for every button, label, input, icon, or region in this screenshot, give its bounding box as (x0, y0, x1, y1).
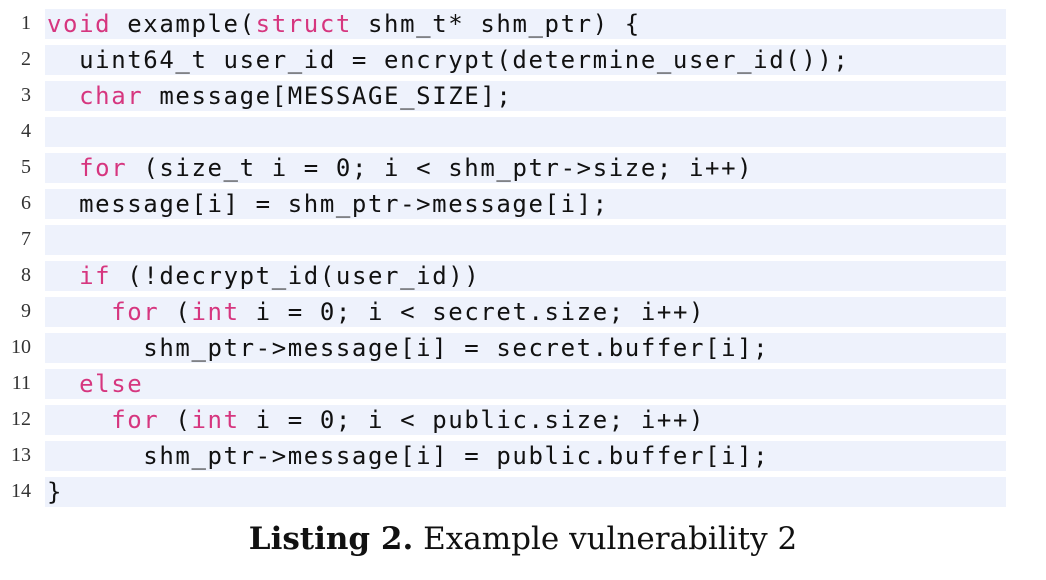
line-number: 6 (21, 192, 31, 214)
line-number: 12 (11, 408, 31, 430)
caption-label: Listing 2. (248, 521, 414, 557)
code-line: 10 shm_ptr->message[i] = secret.buffer[i… (0, 330, 1046, 366)
line-highlight (45, 477, 1006, 507)
line-number: 2 (21, 48, 31, 70)
code-line: 11 else (0, 366, 1046, 402)
code-keyword: struct (255, 10, 352, 38)
code-text: uint64_t user_id = encrypt(determine_use… (47, 45, 849, 75)
code-text: if (!decrypt_id(user_id)) (47, 261, 480, 291)
code-text: char message[MESSAGE_SIZE]; (47, 81, 512, 111)
line-highlight (45, 9, 1006, 39)
code-line: 6 message[i] = shm_ptr->message[i]; (0, 186, 1046, 222)
code-line: 2 uint64_t user_id = encrypt(determine_u… (0, 42, 1046, 78)
code-token (47, 406, 111, 434)
code-text: message[i] = shm_ptr->message[i]; (47, 189, 609, 219)
code-token: (size_t i = 0; i < shm_ptr->size; i++) (127, 154, 754, 182)
line-number: 14 (11, 480, 31, 502)
code-token: shm_ptr->message[i] = secret.buffer[i]; (47, 334, 770, 362)
code-token (47, 82, 79, 110)
code-token: shm_t* shm_ptr) { (351, 10, 641, 38)
code-line: 4 (0, 114, 1046, 150)
line-highlight (45, 153, 1006, 183)
code-text: for (int i = 0; i < public.size; i++) (47, 405, 705, 435)
line-number: 7 (21, 228, 31, 250)
line-number: 3 (21, 84, 31, 106)
code-keyword: if (79, 262, 112, 290)
line-highlight (45, 297, 1006, 327)
code-keyword: int (191, 298, 240, 326)
line-highlight (45, 405, 1006, 435)
code-token: example( (111, 10, 256, 38)
code-line: 13 shm_ptr->message[i] = public.buffer[i… (0, 438, 1046, 474)
line-number: 10 (11, 336, 31, 358)
code-token: (!decrypt_id(user_id)) (111, 262, 481, 290)
line-number: 13 (11, 444, 31, 466)
code-text: shm_ptr->message[i] = secret.buffer[i]; (47, 333, 769, 363)
code-text: for (size_t i = 0; i < shm_ptr->size; i+… (47, 153, 753, 183)
line-highlight (45, 189, 1006, 219)
line-highlight (45, 369, 1006, 399)
code-token: i = 0; i < public.size; i++) (239, 406, 706, 434)
line-highlight (45, 117, 1006, 147)
code-token: message[MESSAGE_SIZE]; (143, 82, 513, 110)
line-number: 5 (21, 156, 31, 178)
code-keyword: for (111, 406, 160, 434)
code-keyword: else (79, 370, 144, 398)
line-number: 1 (21, 12, 31, 34)
code-text: } (47, 477, 63, 507)
line-number: 4 (21, 120, 31, 142)
code-keyword: void (47, 10, 112, 38)
code-line: 5 for (size_t i = 0; i < shm_ptr->size; … (0, 150, 1046, 186)
code-text: else (47, 369, 143, 399)
code-keyword: for (79, 154, 128, 182)
code-line: 14} (0, 474, 1046, 510)
code-line: 12 for (int i = 0; i < public.size; i++) (0, 402, 1046, 438)
caption-text: Example vulnerability 2 (423, 521, 798, 557)
code-line: 1 void example(struct shm_t* shm_ptr) { (0, 6, 1046, 42)
line-number: 8 (21, 264, 31, 286)
code-token: message[i] = shm_ptr->message[i]; (47, 190, 609, 218)
code-token: shm_ptr->message[i] = public.buffer[i]; (47, 442, 770, 470)
code-text: void example(struct shm_t* shm_ptr) { (47, 9, 641, 39)
code-line: 7 (0, 222, 1046, 258)
code-line: 8 if (!decrypt_id(user_id)) (0, 258, 1046, 294)
line-number: 9 (21, 300, 31, 322)
code-text: for (int i = 0; i < secret.size; i++) (47, 297, 705, 327)
code-keyword: int (191, 406, 240, 434)
code-token: ( (159, 298, 192, 326)
line-highlight (45, 81, 1006, 111)
code-token: ( (159, 406, 192, 434)
code-line: 3 char message[MESSAGE_SIZE]; (0, 78, 1046, 114)
code-token (47, 298, 111, 326)
line-highlight (45, 441, 1006, 471)
line-number: 11 (11, 372, 31, 394)
code-line: 9 for (int i = 0; i < secret.size; i++) (0, 294, 1046, 330)
line-highlight (45, 45, 1006, 75)
code-token: i = 0; i < secret.size; i++) (239, 298, 706, 326)
code-token (47, 154, 79, 182)
code-token (47, 370, 79, 398)
code-keyword: char (79, 82, 144, 110)
line-highlight (45, 333, 1006, 363)
line-highlight (45, 261, 1006, 291)
code-text: shm_ptr->message[i] = public.buffer[i]; (47, 441, 769, 471)
listing-caption: Listing 2. Example vulnerability 2 (0, 521, 1046, 557)
line-highlight (45, 225, 1006, 255)
code-keyword: for (111, 298, 160, 326)
code-token (47, 262, 79, 290)
code-token: } (47, 478, 64, 506)
code-token: uint64_t user_id = encrypt(determine_use… (47, 46, 850, 74)
